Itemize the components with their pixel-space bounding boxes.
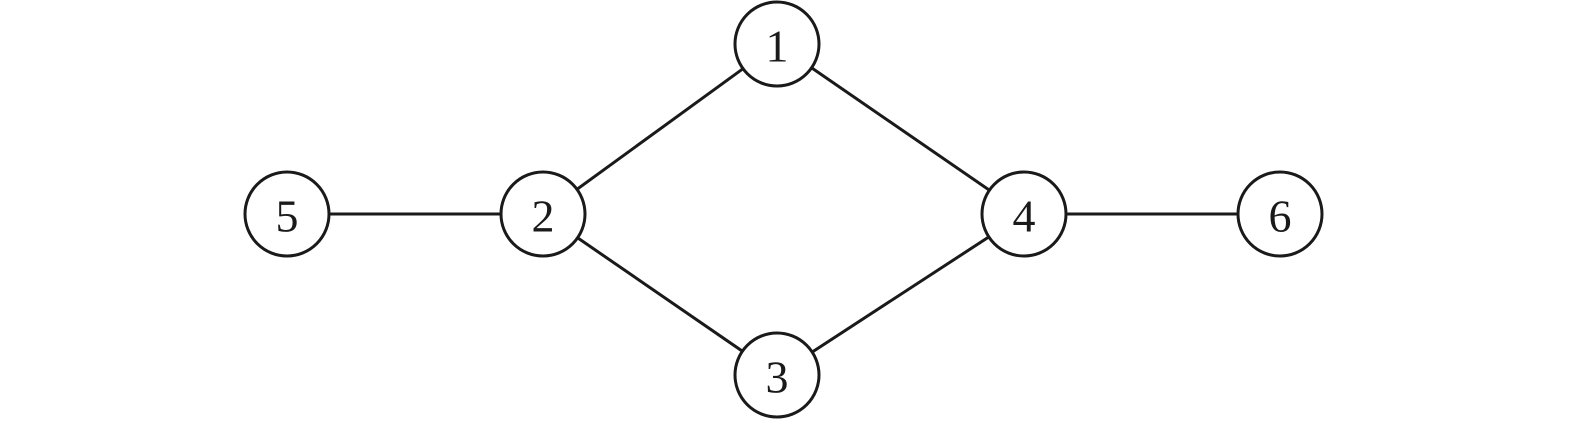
edge-3-4 (776, 212, 1025, 377)
node-3: 3 (733, 331, 821, 419)
node-circle-6 (1236, 170, 1324, 258)
node-circle-4 (980, 170, 1068, 258)
edge-2-1 (542, 42, 778, 216)
node-label-6: 6 (1269, 191, 1292, 242)
node-circle-5 (243, 170, 331, 258)
node-circle-1 (733, 0, 821, 88)
node-label-3: 3 (766, 352, 789, 403)
edge-2-3 (542, 212, 778, 377)
node-1: 1 (733, 0, 821, 88)
node-label-2: 2 (532, 191, 555, 242)
node-2: 2 (499, 170, 587, 258)
nodes-layer: 1 2 3 4 5 6 (243, 0, 1324, 419)
edge-1-4 (776, 42, 1025, 216)
node-label-4: 4 (1013, 191, 1036, 242)
node-label-5: 5 (276, 191, 299, 242)
node-5: 5 (243, 170, 331, 258)
node-4: 4 (980, 170, 1068, 258)
node-6: 6 (1236, 170, 1324, 258)
edges-layer (287, 42, 1280, 377)
node-label-1: 1 (766, 21, 789, 72)
node-circle-2 (499, 170, 587, 258)
node-circle-3 (733, 331, 821, 419)
